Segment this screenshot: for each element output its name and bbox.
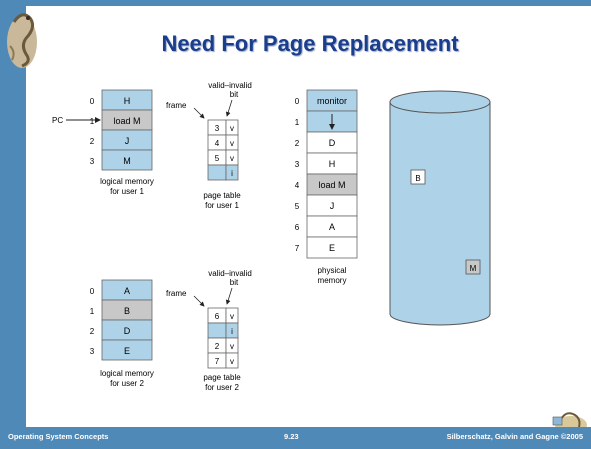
- user1-frame-label: frame: [166, 101, 187, 110]
- physical-index: 5: [295, 202, 300, 211]
- user2-frame-label: frame: [166, 289, 187, 298]
- user1-table-caption: page table: [203, 191, 241, 200]
- physical-memory: monitor D H load M J A E 0 1 2 3 4 5 6 7…: [295, 89, 358, 285]
- user1-frame: 5: [215, 154, 220, 163]
- physical-cell: D: [329, 138, 336, 148]
- user2-table-caption: page table: [203, 373, 241, 382]
- footer-page-number: 9.23: [284, 432, 299, 441]
- physical-cell: load M: [318, 180, 345, 190]
- user2-index: 2: [90, 327, 95, 336]
- disk-item: M: [470, 264, 477, 273]
- dinosaur-logo-icon: [7, 13, 37, 68]
- user1-cell: H: [124, 96, 131, 106]
- user2-frame: 2: [215, 342, 220, 351]
- user2-logical-caption: for user 2: [110, 379, 144, 388]
- disk-cylinder-icon: B M: [389, 90, 491, 326]
- pc-label: PC: [52, 116, 63, 125]
- user1-bit: v: [230, 124, 234, 133]
- user2-bit: i: [231, 327, 233, 336]
- user2-frame: 6: [215, 312, 220, 321]
- physical-index: 7: [295, 244, 300, 253]
- disk-item: B: [415, 174, 420, 183]
- page-replacement-diagram: H load M J M 0 1 2 3 logical memory for …: [52, 81, 491, 392]
- user1-valid-label: bit: [230, 90, 239, 99]
- physical-cell: A: [329, 222, 335, 232]
- user1-frame: 4: [215, 139, 220, 148]
- physical-index: 2: [295, 139, 300, 148]
- left-bar: [0, 0, 26, 449]
- slide-title: Need For Page Replacement: [161, 31, 459, 56]
- user1-index: 0: [90, 97, 95, 106]
- user2-page-table: valid–invalid bit frame 6 2 7 v i v v: [166, 269, 252, 392]
- user2-index: 0: [90, 287, 95, 296]
- valid-arrow-icon: [225, 99, 233, 117]
- user2-logical-caption: logical memory: [100, 369, 154, 378]
- physical-index: 4: [295, 181, 300, 190]
- user2-index: 1: [90, 307, 95, 316]
- user2-logical-memory: A B D E 0 1 2 3 logical memory for user …: [90, 279, 154, 388]
- user1-index: 2: [90, 137, 95, 146]
- user2-valid-label: bit: [230, 278, 239, 287]
- user1-logical-memory: H load M J M 0 1 2 3 logical memory for …: [90, 89, 154, 196]
- diagram-area: H load M J M 0 1 2 3 logical memory for …: [26, 78, 591, 427]
- physical-cell: J: [330, 201, 335, 211]
- user2-cell: B: [124, 306, 130, 316]
- user1-index: 3: [90, 157, 95, 166]
- user1-cell: load M: [113, 116, 140, 126]
- user1-logical-caption: logical memory: [100, 177, 154, 186]
- physical-cell: E: [329, 243, 335, 253]
- user2-table-caption: for user 2: [205, 383, 239, 392]
- frame-arrow-icon: [193, 295, 205, 307]
- user2-valid-label: valid–invalid: [208, 269, 252, 278]
- physical-cell: monitor: [317, 96, 347, 106]
- user1-cell: M: [123, 156, 131, 166]
- disk-page-m: [465, 259, 481, 275]
- disk-page-b: [410, 169, 426, 185]
- physical-index: 1: [295, 118, 300, 127]
- physical-index: 6: [295, 223, 300, 232]
- physical-caption: physical: [318, 266, 347, 275]
- top-bar: [0, 0, 591, 6]
- user2-cell: E: [124, 346, 130, 356]
- user1-bit: i: [231, 169, 233, 178]
- user1-bit: v: [230, 139, 234, 148]
- physical-index: 3: [295, 160, 300, 169]
- footer-authors: Silberschatz, Galvin and Gagne ©2005: [446, 432, 583, 441]
- user1-index: 1: [90, 117, 95, 126]
- user2-bit: v: [230, 342, 234, 351]
- user1-table-caption: for user 1: [205, 201, 239, 210]
- valid-arrow-icon: [225, 287, 233, 305]
- user1-valid-label: valid–invalid: [208, 81, 252, 90]
- user2-bit: v: [230, 357, 234, 366]
- physical-caption: memory: [318, 276, 347, 285]
- physical-cell: H: [329, 159, 336, 169]
- physical-index: 0: [295, 97, 300, 106]
- footer-bar: Operating System Concepts 9.23 Silbersch…: [0, 427, 591, 449]
- footer-course: Operating System Concepts: [8, 432, 109, 441]
- user2-cell: A: [124, 286, 130, 296]
- user1-page-table: valid–invalid bit frame 3 4 5 v v v i: [166, 81, 252, 210]
- user1-cell: J: [125, 136, 130, 146]
- user2-cell: D: [124, 326, 131, 336]
- user2-bit: v: [230, 312, 234, 321]
- user2-frame: 7: [215, 357, 220, 366]
- user1-bit: v: [230, 154, 234, 163]
- frame-arrow-icon: [193, 107, 205, 119]
- user1-logical-caption: for user 1: [110, 187, 144, 196]
- user2-index: 3: [90, 347, 95, 356]
- user1-frame: 3: [215, 124, 220, 133]
